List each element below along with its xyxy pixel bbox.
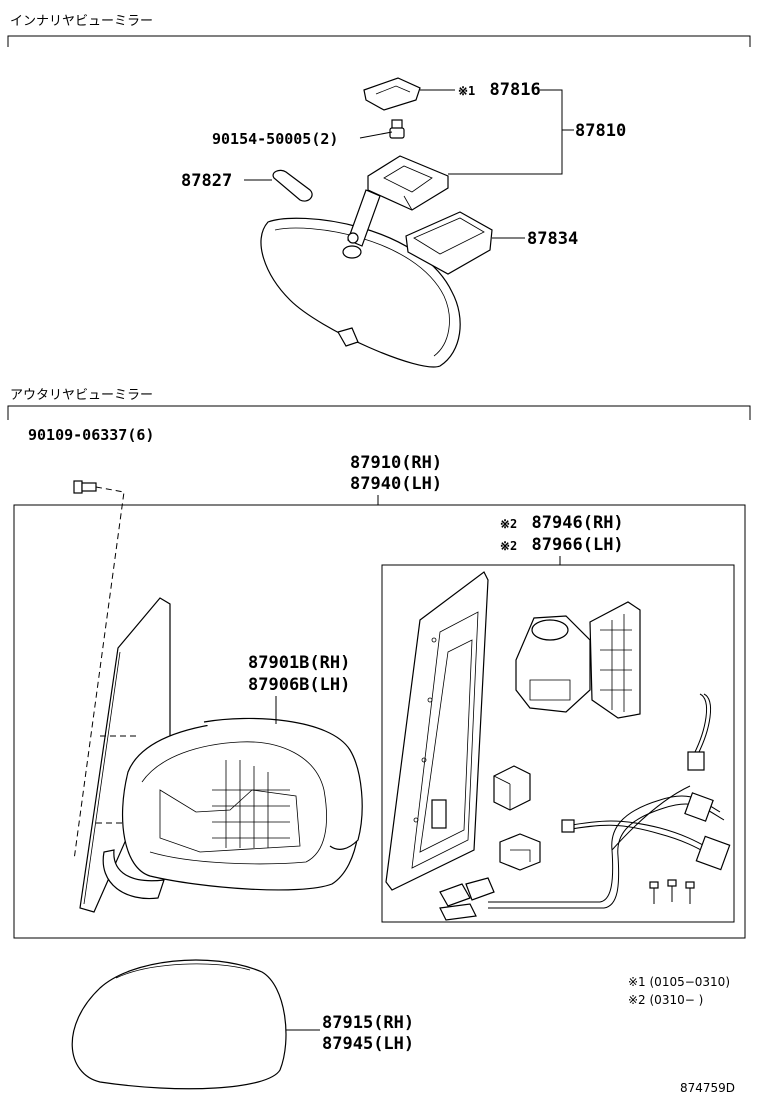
connector-block-2	[499, 833, 541, 871]
label-87915: 87915(RH)	[322, 1013, 414, 1033]
section-title-outer: アウタリヤビューミラー	[10, 388, 153, 403]
wire-harness	[439, 785, 731, 921]
label-87946: ※2 87946(RH)	[500, 513, 624, 533]
label-87940: 87940(LH)	[350, 474, 442, 494]
label-87810: 87810	[575, 121, 626, 141]
section-title-inner: インナリヤビューミラー	[10, 14, 153, 29]
small-screws	[649, 879, 695, 904]
leader-90154	[359, 131, 393, 139]
note-1: ※1 (0105−0310)	[628, 975, 730, 989]
subassembly-box	[381, 564, 735, 923]
label-87901B: 87901B(RH)	[248, 653, 350, 673]
screw-90109	[73, 480, 97, 494]
connector-block-1	[493, 765, 531, 811]
label-87945: 87945(LH)	[322, 1034, 414, 1054]
label-90109: 90109-06337(6)	[28, 426, 154, 444]
label-87906B: 87906B(LH)	[248, 675, 350, 695]
clip-87816	[363, 77, 421, 111]
assembly-box	[13, 504, 746, 939]
cover-87834	[405, 211, 493, 275]
label-90154: 90154-50005(2)	[212, 130, 338, 148]
leader-87810	[448, 89, 563, 175]
label-87966: ※2 87966(LH)	[500, 535, 624, 555]
cap-87827	[272, 169, 313, 202]
inner-mirror-body	[260, 189, 461, 368]
mirror-cover	[71, 959, 287, 1090]
pigtail-wire	[687, 693, 711, 771]
note-2: ※2 (0310− )	[628, 993, 703, 1007]
diagram-id: 874759D	[680, 1081, 735, 1095]
label-87834: 87834	[527, 229, 578, 249]
mirror-motor	[515, 601, 641, 719]
mirror-housing	[102, 717, 363, 900]
bolt-90154	[389, 119, 405, 139]
section-bracket-inner	[7, 35, 751, 47]
label-87816: ※1 87816	[458, 80, 541, 100]
label-87827: 87827	[181, 171, 232, 191]
mount-bracket	[367, 155, 449, 211]
mirror-base-frame	[385, 571, 489, 891]
label-87910: 87910(RH)	[350, 453, 442, 473]
section-bracket-outer	[7, 405, 751, 420]
